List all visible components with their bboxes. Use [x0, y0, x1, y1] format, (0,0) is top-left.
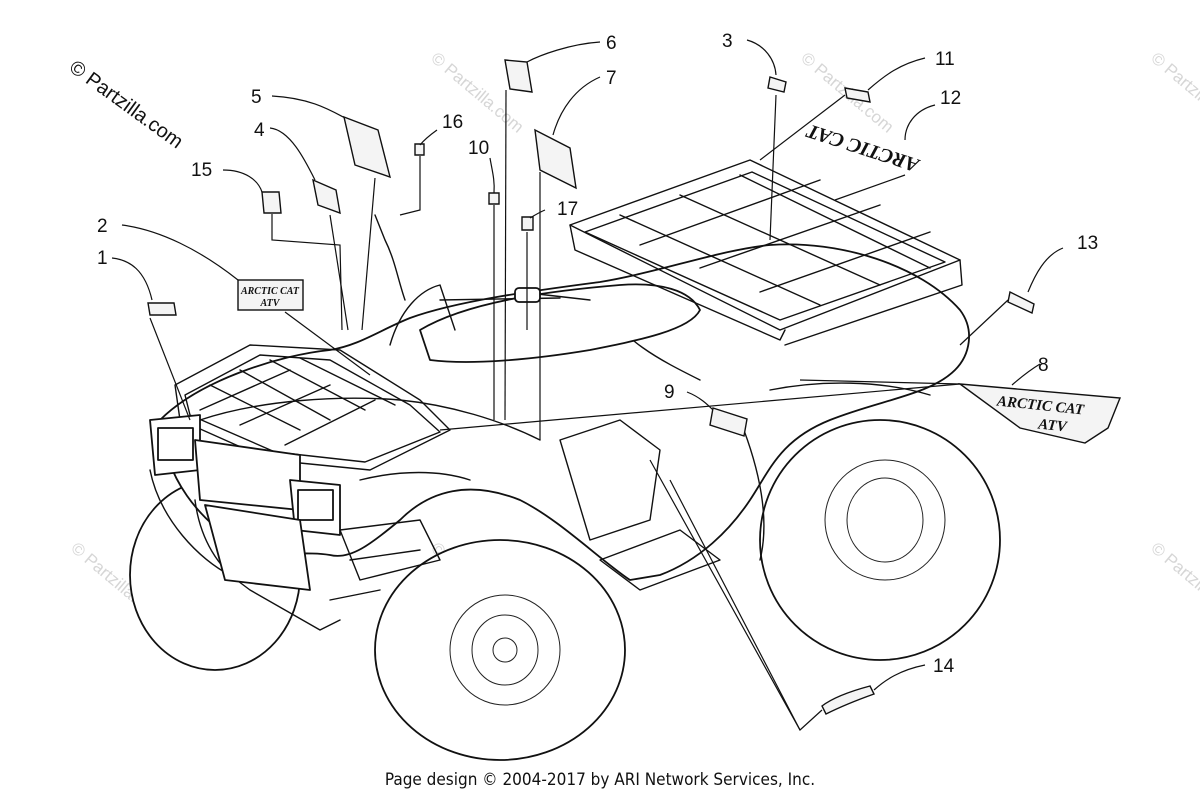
- front-bumper: [149, 414, 341, 631]
- front-right-tire: [374, 539, 626, 761]
- svg-text:ATV: ATV: [260, 298, 281, 309]
- watermark: © Partzilla.com: [1147, 49, 1200, 137]
- atv-illustration: [129, 159, 1001, 761]
- callout-13: 13: [1077, 233, 1098, 254]
- callout-3: 3: [722, 31, 733, 52]
- decal-14: [821, 685, 875, 715]
- front-rack: [174, 344, 451, 471]
- callout-6: 6: [606, 33, 617, 54]
- callout-14: 14: [933, 656, 955, 677]
- callout-12: 12: [940, 88, 961, 109]
- callout-10: 10: [468, 138, 489, 159]
- decal-6: [504, 59, 533, 93]
- decal-11: [844, 87, 871, 103]
- callout-numbers: 1 2 3 4 5 6 7 8 9 10 11 12 13 14 15 16 1…: [97, 31, 1098, 677]
- callout-15: 15: [191, 160, 212, 181]
- decal-1: [147, 302, 177, 316]
- decal-13: [1007, 290, 1035, 314]
- decal-17: [521, 216, 534, 231]
- decal-2: ARCTIC CAT ATV: [237, 279, 304, 311]
- callout-4: 4: [254, 120, 265, 141]
- decal-15: [261, 191, 282, 214]
- callout-11: 11: [935, 49, 955, 70]
- decal-3: [767, 76, 787, 93]
- decal-16: [414, 143, 425, 156]
- watermark: © Partzilla.com: [1147, 539, 1200, 627]
- rear-rack: [569, 159, 963, 346]
- callout-2: 2: [97, 216, 108, 237]
- callout-9: 9: [664, 382, 675, 403]
- decal-8: ARCTIC CAT ATV: [957, 383, 1121, 444]
- decal-7: [534, 128, 577, 190]
- svg-text:ATV: ATV: [1036, 416, 1069, 435]
- rear-right-tire: [759, 419, 1001, 661]
- copyright-mark: © Partzilla.com: [65, 56, 187, 153]
- callout-7: 7: [606, 68, 617, 89]
- decal-9: [709, 407, 748, 437]
- callout-5: 5: [251, 87, 262, 108]
- page-footer: Page design © 2004-2017 by ARI Network S…: [384, 770, 816, 790]
- callout-16: 16: [442, 112, 463, 133]
- decal-12: ARCTIC CAT: [804, 119, 924, 177]
- callout-1: 1: [97, 248, 108, 269]
- atv-body: [159, 243, 970, 581]
- decals: ARCTIC CAT ATV ARCTIC CAT ATV ARCTIC CAT: [147, 59, 1121, 715]
- svg-text:ARCTIC CAT: ARCTIC CAT: [240, 286, 300, 297]
- decal-4: [312, 178, 341, 215]
- callout-17: 17: [557, 199, 578, 220]
- decal-5: [343, 115, 391, 179]
- leader-lines: [111, 39, 1064, 731]
- decal-10: [488, 192, 500, 205]
- callout-8: 8: [1038, 355, 1049, 376]
